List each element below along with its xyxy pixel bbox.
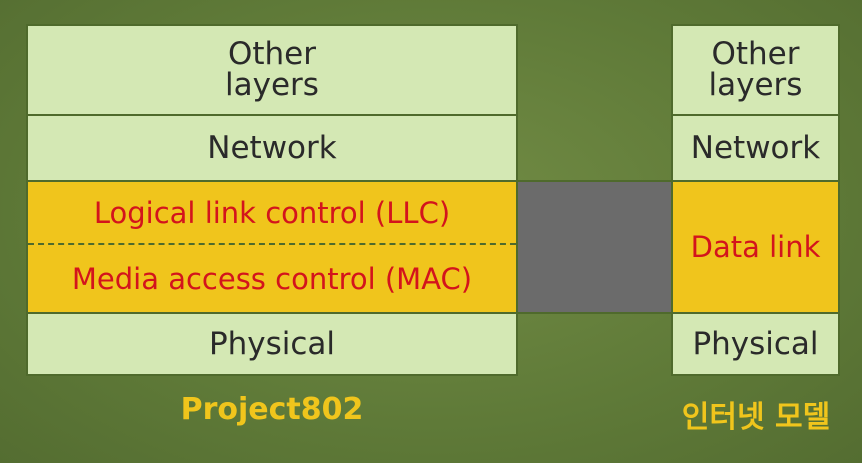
right-physical-label: Physical (692, 325, 819, 362)
left-physical-layer: Physical (26, 312, 518, 376)
llc-sublayer: Logical link control (LLC) (28, 182, 516, 243)
data-link-bridge (518, 180, 671, 314)
internet-model-caption: 인터넷 모델 (681, 400, 831, 435)
left-other-layers: Other layers (26, 24, 518, 116)
right-network-layer: Network (671, 114, 840, 182)
left-other-line2: layers (225, 67, 319, 103)
llc-label: Logical link control (LLC) (93, 195, 451, 230)
left-physical-label: Physical (208, 325, 336, 362)
right-data-link-layer: Data link (671, 180, 840, 314)
project802-stack: Other layers Network Logical link contro… (26, 24, 518, 376)
right-other-layers: Other layers (671, 24, 840, 116)
left-network-label: Network (207, 129, 337, 166)
left-network-layer: Network (26, 114, 518, 182)
mac-sublayer: Media access control (MAC) (28, 245, 516, 312)
mac-label: Media access control (MAC) (71, 261, 473, 296)
internet-model-stack: Other layers Network Data link Physical (671, 24, 840, 376)
project802-caption: Project802 (180, 392, 364, 427)
right-network-label: Network (690, 129, 821, 166)
right-other-line1: Other (711, 36, 800, 72)
left-data-link-layer: Logical link control (LLC) Media access … (26, 180, 518, 314)
left-other-line1: Other (227, 36, 317, 72)
right-other-line2: layers (708, 67, 803, 103)
right-data-link-label: Data link (690, 229, 821, 264)
right-physical-layer: Physical (671, 312, 840, 376)
sublayer-divider (28, 243, 516, 245)
